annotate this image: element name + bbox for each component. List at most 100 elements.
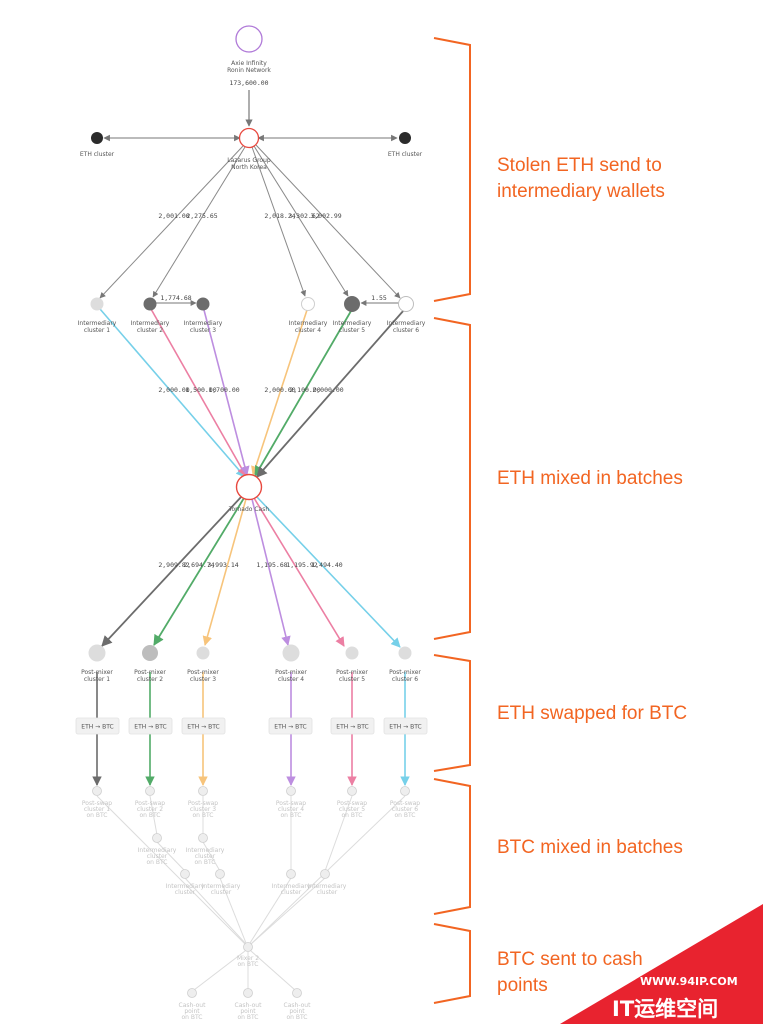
cash-out-node-1[interactable] — [187, 988, 197, 998]
edge-label-tc-in-5: 2,100.00 — [289, 386, 320, 394]
btc-intermediary-lower-node-1[interactable] — [180, 869, 190, 879]
source-label-2: Ronin Network — [227, 67, 271, 74]
btc-int-low-1-l1: Intermediary — [166, 883, 205, 890]
edge-label-tc-out-6: 1,494.40 — [311, 561, 342, 569]
swap-box-6[interactable]: ETH → BTC — [383, 717, 428, 735]
cash-out-3-l3: on BTC — [287, 1014, 308, 1021]
intermediary-node-2[interactable]: Intermediary cluster 2 — [131, 297, 170, 335]
post-mixer-2-label-2: cluster 2 — [137, 676, 163, 683]
btc-post-swap-node-3[interactable] — [198, 786, 208, 796]
post-mixer-node-4[interactable]: Post-mixer cluster 4 — [275, 644, 307, 684]
btc-int-up-2-l1: Intermediary — [186, 847, 225, 854]
swap-box-2[interactable]: ETH → BTC — [128, 717, 173, 735]
swap-label-5: ETH → BTC — [336, 724, 368, 731]
tornado-cash-node[interactable]: Tornado Cash — [228, 473, 270, 514]
intermediary-node-5[interactable]: Intermediary cluster 5 — [333, 296, 372, 334]
btc-post-swap-node-2[interactable] — [145, 786, 155, 796]
intermediary-node-1[interactable]: Intermediary cluster 1 — [78, 297, 117, 335]
btc-post-swap-4-l3: on BTC — [281, 812, 302, 819]
swap-box-3[interactable]: ETH → BTC — [181, 717, 226, 735]
intermediary-node-4[interactable]: Intermediary cluster 4 — [289, 297, 328, 335]
btc-post-swap-6-l3: on BTC — [395, 812, 416, 819]
stage-4-line-1: BTC mixed in batches — [497, 837, 683, 858]
stage-2-line-1: ETH mixed in batches — [497, 468, 683, 489]
stage-bracket-3 — [433, 654, 471, 772]
btc-mixer-node[interactable] — [243, 942, 253, 952]
intermediary-2-label-1: Intermediary — [131, 320, 170, 327]
post-mixer-node-6[interactable]: Post-mixer cluster 6 — [389, 646, 421, 684]
edge-label-laz-4: 3,302.62 — [288, 212, 319, 220]
btc-intermediary-lower-node-4[interactable] — [320, 869, 330, 879]
post-mixer-4-label-2: cluster 4 — [278, 676, 304, 683]
btc-post-swap-node-6[interactable] — [400, 786, 410, 796]
btc-mixer-l2: on BTC — [238, 961, 259, 968]
cash-out-node-2[interactable] — [243, 988, 253, 998]
swap-box-1[interactable]: ETH → BTC — [75, 717, 120, 735]
btc-post-swap-3-l1: Post-swap — [188, 800, 218, 807]
btc-int-up-2-l2: cluster — [195, 853, 216, 860]
swap-label-6: ETH → BTC — [389, 724, 421, 731]
intermediary-node-6[interactable]: Intermediary cluster 6 — [387, 296, 426, 335]
post-mixer-node-1[interactable]: Post-mixer cluster 1 — [81, 644, 113, 684]
btc-post-swap-5-l1: Post-swap — [337, 800, 367, 807]
edge-lazarus-to-inter4 — [251, 146, 307, 297]
intermediary-2-label-2: cluster 2 — [137, 327, 163, 334]
btc-post-swap-3-l3: on BTC — [193, 812, 214, 819]
lazarus-label-2: North Korea — [231, 164, 267, 171]
swap-box-5[interactable]: ETH → BTC — [330, 717, 375, 735]
stage-5-line-1: BTC sent to cash — [497, 949, 643, 970]
edge-tornado-to-pm1 — [101, 495, 243, 647]
intermediary-node-3[interactable]: Intermediary cluster 3 — [184, 297, 223, 335]
eth-cluster-left-node[interactable]: ETH cluster — [80, 132, 115, 158]
intermediary-1-label-2: cluster 1 — [84, 327, 110, 334]
lazarus-label-1: Lazarus Group — [227, 157, 271, 164]
post-mixer-node-5[interactable]: Post-mixer cluster 5 — [336, 646, 368, 684]
edge-label-tc-in-2: 1,500.00 — [185, 386, 216, 394]
edge-lazarus-to-inter2 — [152, 146, 246, 298]
btc-intermediary-lower-node-2[interactable] — [215, 869, 225, 879]
watermark-url: WWW.94IP.COM — [640, 975, 738, 988]
btc-post-swap-2-l3: on BTC — [140, 812, 161, 819]
edge-inter4-to-tornado — [251, 309, 308, 476]
btc-intermediary-upper-node-1[interactable] — [152, 833, 162, 843]
cash-out-node-3[interactable] — [292, 988, 302, 998]
intermediary-5-label-2: cluster 5 — [339, 327, 365, 334]
btc-post-swap-node-4[interactable] — [286, 786, 296, 796]
edge-label-tc-in-6: 2,000.00 — [312, 386, 343, 394]
eth-cluster-right-node[interactable]: ETH cluster — [388, 132, 423, 158]
post-mixer-3-label-2: cluster 3 — [190, 676, 216, 683]
edge-lazarus-to-inter5 — [253, 145, 349, 297]
btc-post-swap-node-5[interactable] — [347, 786, 357, 796]
edge-label-tc-in-4: 2,000.00 — [264, 386, 295, 394]
btc-int-up-2-l3: on BTC — [195, 859, 216, 866]
edge-lazarus-to-inter1 — [99, 145, 244, 299]
intermediary-4-label-2: cluster 4 — [295, 327, 321, 334]
btc-post-swap-1-l2: cluster 1 — [84, 806, 110, 813]
post-mixer-node-2[interactable]: Post-mixer cluster 2 — [134, 645, 166, 683]
btc-int-low-3-l2: cluster — [281, 889, 302, 896]
stage-3-line-1: ETH swapped for BTC — [497, 703, 687, 724]
cash-out-2-l2: point — [240, 1008, 256, 1015]
edge-label-tc-out-2: 2,694.74 — [183, 561, 214, 569]
swap-box-4[interactable]: ETH → BTC — [268, 717, 313, 735]
btc-post-swap-3-l2: cluster 3 — [190, 806, 216, 813]
btc-post-swap-6-l2: cluster 6 — [392, 806, 418, 813]
btc-post-swap-node-1[interactable] — [92, 786, 102, 796]
edge-tornado-to-pm2 — [153, 497, 245, 646]
edge-label-tc-out-5: 1,195.92 — [286, 561, 317, 569]
btc-intermediary-upper-node-2[interactable] — [198, 833, 208, 843]
btc-post-swap-5-l3: on BTC — [342, 812, 363, 819]
edge-lazarus-to-inter6 — [255, 144, 401, 299]
stage-bracket-2 — [433, 317, 471, 640]
cash-out-1-l3: on BTC — [182, 1014, 203, 1021]
source-node[interactable]: Axie Infinity Ronin Network 173,600.00 — [227, 25, 271, 87]
post-mixer-node-3[interactable]: Post-mixer cluster 3 — [187, 646, 219, 684]
edge-label-inter2-inter3: 1,774.68 — [160, 294, 191, 302]
lazarus-node[interactable]: Lazarus Group North Korea — [227, 127, 271, 172]
cash-out-3-l1: Cash-out — [284, 1002, 312, 1009]
intermediary-4-label-1: Intermediary — [289, 320, 328, 327]
edge-label-tc-in-3: 1,700.00 — [208, 386, 239, 394]
btc-intermediary-lower-node-3[interactable] — [286, 869, 296, 879]
edge-inter6-to-tornado — [256, 309, 405, 478]
